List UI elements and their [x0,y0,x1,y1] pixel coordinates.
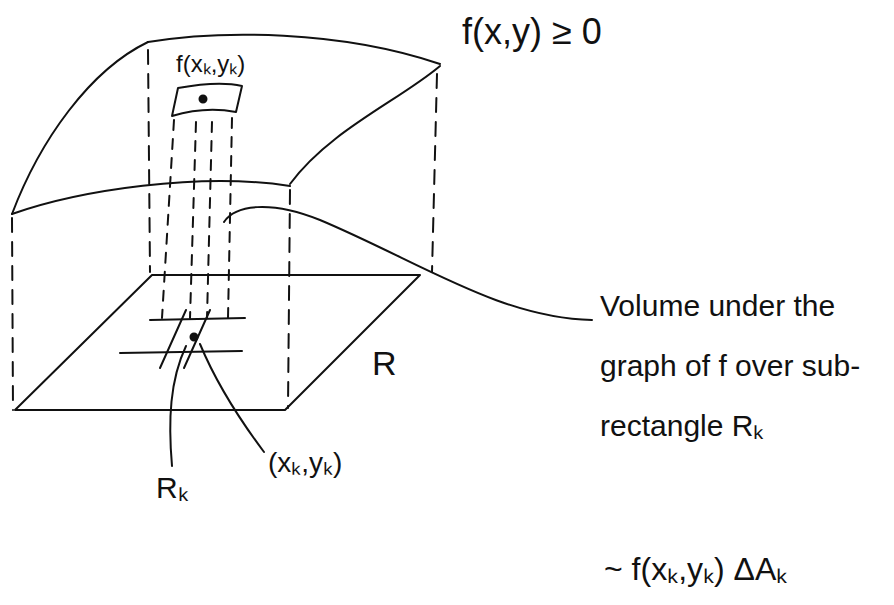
grid-line [120,351,242,353]
point-value-label: f(xₖ,yₖ) [176,50,245,79]
column-dash [207,122,212,318]
sample-point [191,334,198,341]
leader-line [224,207,592,320]
surface-patch [172,84,242,116]
dashed-edge [432,74,437,272]
region-label: R [372,343,397,384]
approximation-formula: ~ f(xₖ,yₖ) ΔAₖ [604,550,787,588]
dashed-edge [288,190,290,408]
dashed-edge [12,218,13,410]
annotation-note: Volume under the graph of f over sub-rec… [600,276,890,456]
column-dash [190,122,196,318]
leader-line [200,344,264,452]
surface-point [200,96,207,103]
leader-line [170,346,186,466]
grid-line [150,318,245,320]
grid-line [160,310,186,368]
dashed-edge [148,50,150,272]
surface-right-edge [290,66,440,184]
column-dash [162,120,174,318]
condition-note: f(x,y) ≥ 0 [462,10,602,53]
point-label: (xₖ,yₖ) [268,446,342,480]
base-rectangle [15,275,420,410]
subrectangle-label: Rₖ [156,470,188,506]
